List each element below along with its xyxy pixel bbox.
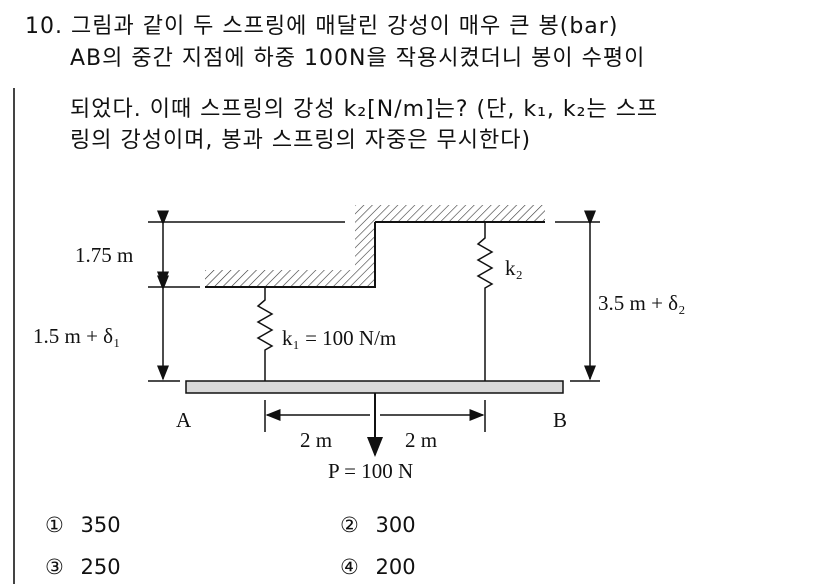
question-line-2: AB의 중간 지점에 하중 100N을 작용시켰더니 봉이 수평이 xyxy=(70,46,646,71)
label-3-5m-delta2: 3.5 m + δ₂ xyxy=(598,291,685,315)
lower-ceiling-hatch xyxy=(205,270,355,287)
choice-mark: ② xyxy=(340,513,359,537)
choice-1[interactable]: ① 350 xyxy=(45,513,121,537)
question-line-1: 10. 그림과 같이 두 스프링에 매달린 강성이 매우 큰 봉(bar) xyxy=(25,8,618,40)
label-1-5m-delta1: 1.5 m + δ₁ xyxy=(33,324,120,348)
step-wall-hatch xyxy=(355,222,375,287)
question-text: 그림과 같이 두 스프링에 매달린 강성이 매우 큰 봉(bar) xyxy=(71,14,619,39)
label-k2: k₂ xyxy=(505,256,523,280)
label-1-75m: 1.75 m xyxy=(75,243,133,267)
upper-ceiling-hatch xyxy=(355,205,545,222)
choice-mark: ④ xyxy=(340,555,359,579)
question-line-3: 되었다. 이때 스프링의 강성 k₂[N/m]는? (단, k₁, k₂는 스프 xyxy=(70,97,659,122)
choice-value: 300 xyxy=(375,513,416,537)
page-border xyxy=(13,88,15,584)
label-b: B xyxy=(553,408,567,432)
choice-mark: ① xyxy=(45,513,64,537)
rigid-bar xyxy=(185,380,564,394)
choice-mark: ③ xyxy=(45,555,64,579)
choice-4[interactable]: ④ 200 xyxy=(340,555,416,579)
label-load: P = 100 N xyxy=(328,459,413,483)
choice-value: 250 xyxy=(80,555,121,579)
question-line-4: 링의 강성이며, 봉과 스프링의 자중은 무시한다) xyxy=(70,128,532,153)
label-k1: k₁ = 100 N/m xyxy=(282,326,396,350)
label-2m-left: 2 m xyxy=(300,428,332,452)
question-number: 10. xyxy=(25,14,63,39)
label-2m-right: 2 m xyxy=(405,428,437,452)
label-a: A xyxy=(176,408,192,432)
spring-k1 xyxy=(256,287,274,381)
choice-value: 200 xyxy=(375,555,416,579)
ceiling-outline xyxy=(205,221,545,288)
choice-value: 350 xyxy=(80,513,121,537)
choice-2[interactable]: ② 300 xyxy=(340,513,416,537)
choice-3[interactable]: ③ 250 xyxy=(45,555,121,579)
spring-k2 xyxy=(476,222,494,381)
